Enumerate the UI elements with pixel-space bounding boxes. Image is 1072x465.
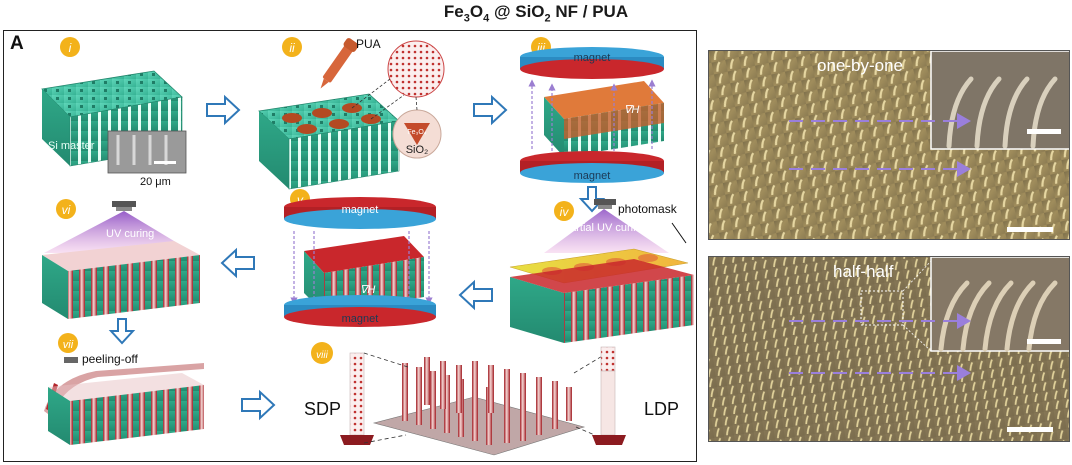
step-iii-badge: iii bbox=[537, 41, 545, 55]
arrow-iv-to-v bbox=[458, 279, 493, 311]
step-i: i Si master 20 μm bbox=[41, 37, 187, 188]
step-ii: ii PUA Fe₃O₄ SiO₂ bbox=[258, 37, 445, 190]
panel-c-micrograph: half-half bbox=[708, 256, 1070, 442]
photomask-label: photomask bbox=[618, 202, 678, 216]
step-iv-badge: iv bbox=[560, 205, 570, 219]
arrow-ii-to-iii bbox=[473, 94, 508, 126]
one-by-one-label: one-by-one bbox=[817, 56, 903, 75]
step-iii: iii magnet ∇H magnet bbox=[520, 37, 664, 183]
arrow-i-to-ii bbox=[206, 94, 241, 126]
sdp-pillar bbox=[349, 352, 365, 436]
step-v-badge: v bbox=[297, 193, 304, 207]
ldp-label: LDP bbox=[644, 399, 679, 419]
sdp-label: SDP bbox=[304, 399, 341, 419]
step-vii-badge: vii bbox=[63, 339, 74, 351]
step-viii-badge: viii bbox=[316, 350, 328, 361]
micrograph-c: half-half bbox=[709, 257, 1069, 441]
partial-uv-curing-label: partial UV curing bbox=[564, 222, 645, 234]
scale-bar-20um: 20 μm bbox=[140, 176, 171, 188]
panel-a-process: A bbox=[3, 30, 697, 462]
magnet-bottom-v: magnet bbox=[342, 313, 379, 325]
arrow-v-to-vi bbox=[220, 247, 255, 279]
sem-inset bbox=[107, 130, 187, 174]
step-vi-badge: vi bbox=[62, 203, 71, 217]
magnet-top-iii: magnet bbox=[574, 52, 611, 64]
step-ii-badge: ii bbox=[289, 41, 295, 55]
step-v: v magnet ∇H magnet bbox=[284, 189, 436, 327]
step-iv: iv photomask partial UV curing bbox=[509, 199, 694, 343]
uv-curing-label: UV curing bbox=[106, 228, 154, 240]
step-vi: vi UV curing bbox=[42, 199, 200, 319]
step-vii: vii peeling-off bbox=[44, 333, 204, 445]
ldp-pillar bbox=[600, 370, 616, 436]
scale-bar-b bbox=[1007, 227, 1053, 232]
photomask-pointer bbox=[671, 222, 687, 244]
figure-title: Fe3O4 @ SiO2 NF / PUA bbox=[443, 2, 629, 25]
magnet-bottom-iii: magnet bbox=[574, 170, 611, 182]
scale-bar-c bbox=[1007, 427, 1053, 432]
panel-a-letter: A bbox=[10, 33, 24, 54]
sio2-shell-label: SiO₂ bbox=[406, 144, 429, 156]
si-master-label: Si master bbox=[48, 140, 95, 152]
process-diagram: i Si master 20 μm ii bbox=[41, 37, 694, 456]
arrow-vii-to-viii bbox=[241, 389, 276, 421]
fe3o4-core-label: Fe₃O₄ bbox=[407, 129, 426, 136]
field-gradient-v: ∇H bbox=[360, 284, 375, 296]
micrograph-b: one-by-one bbox=[709, 51, 1069, 239]
zoom-region-c bbox=[860, 290, 904, 326]
half-half-label: half-half bbox=[833, 262, 894, 281]
ldp-pillar-top bbox=[600, 346, 616, 372]
magnet-top-v: magnet bbox=[342, 204, 379, 216]
step-viii: viii SDP bbox=[304, 342, 679, 456]
panel-b-micrograph: one-by-one bbox=[708, 50, 1070, 240]
pua-zoom-circle bbox=[387, 40, 445, 98]
pua-label: PUA bbox=[356, 37, 381, 51]
field-gradient-iii: ∇H bbox=[624, 104, 639, 116]
peeling-off-label: peeling-off bbox=[82, 352, 138, 366]
arrow-vi-to-vii bbox=[108, 318, 136, 345]
step-i-badge: i bbox=[69, 41, 72, 55]
